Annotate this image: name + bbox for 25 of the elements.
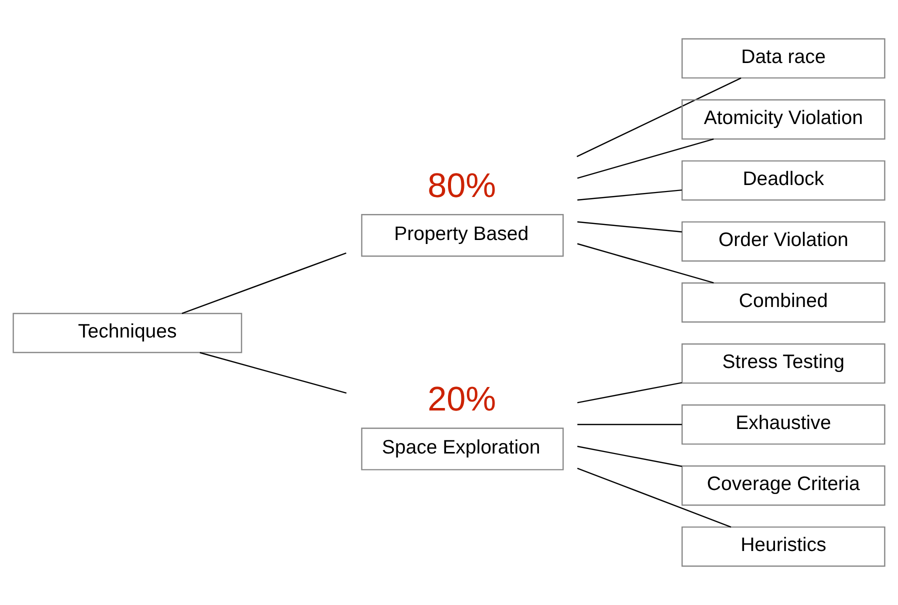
node-label: 80% — [428, 166, 496, 205]
node-box: Coverage Criteria — [682, 465, 886, 506]
node-box: Data race — [682, 38, 886, 79]
connector — [200, 352, 347, 394]
node-box: Property Based — [361, 214, 564, 257]
node-box: Space Exploration — [361, 428, 564, 470]
connector — [577, 446, 682, 467]
connector — [576, 78, 742, 158]
node-box: Combined — [682, 282, 886, 323]
connector — [577, 189, 682, 201]
connector — [577, 243, 714, 284]
node-box: Stress Testing — [682, 343, 886, 384]
node-box: Deadlock — [682, 160, 886, 201]
node-box: Techniques — [12, 312, 242, 354]
node-box: Order Violation — [682, 221, 886, 262]
connector — [577, 468, 732, 528]
connector — [577, 221, 682, 232]
node-box: Exhaustive — [682, 404, 886, 445]
node-box: Heuristics — [682, 526, 886, 567]
node-box: Atomicity Violation — [682, 99, 886, 140]
connector — [577, 424, 682, 426]
connector — [577, 138, 714, 179]
connector — [577, 382, 682, 404]
connector — [182, 252, 346, 314]
node-label: 20% — [428, 380, 496, 418]
